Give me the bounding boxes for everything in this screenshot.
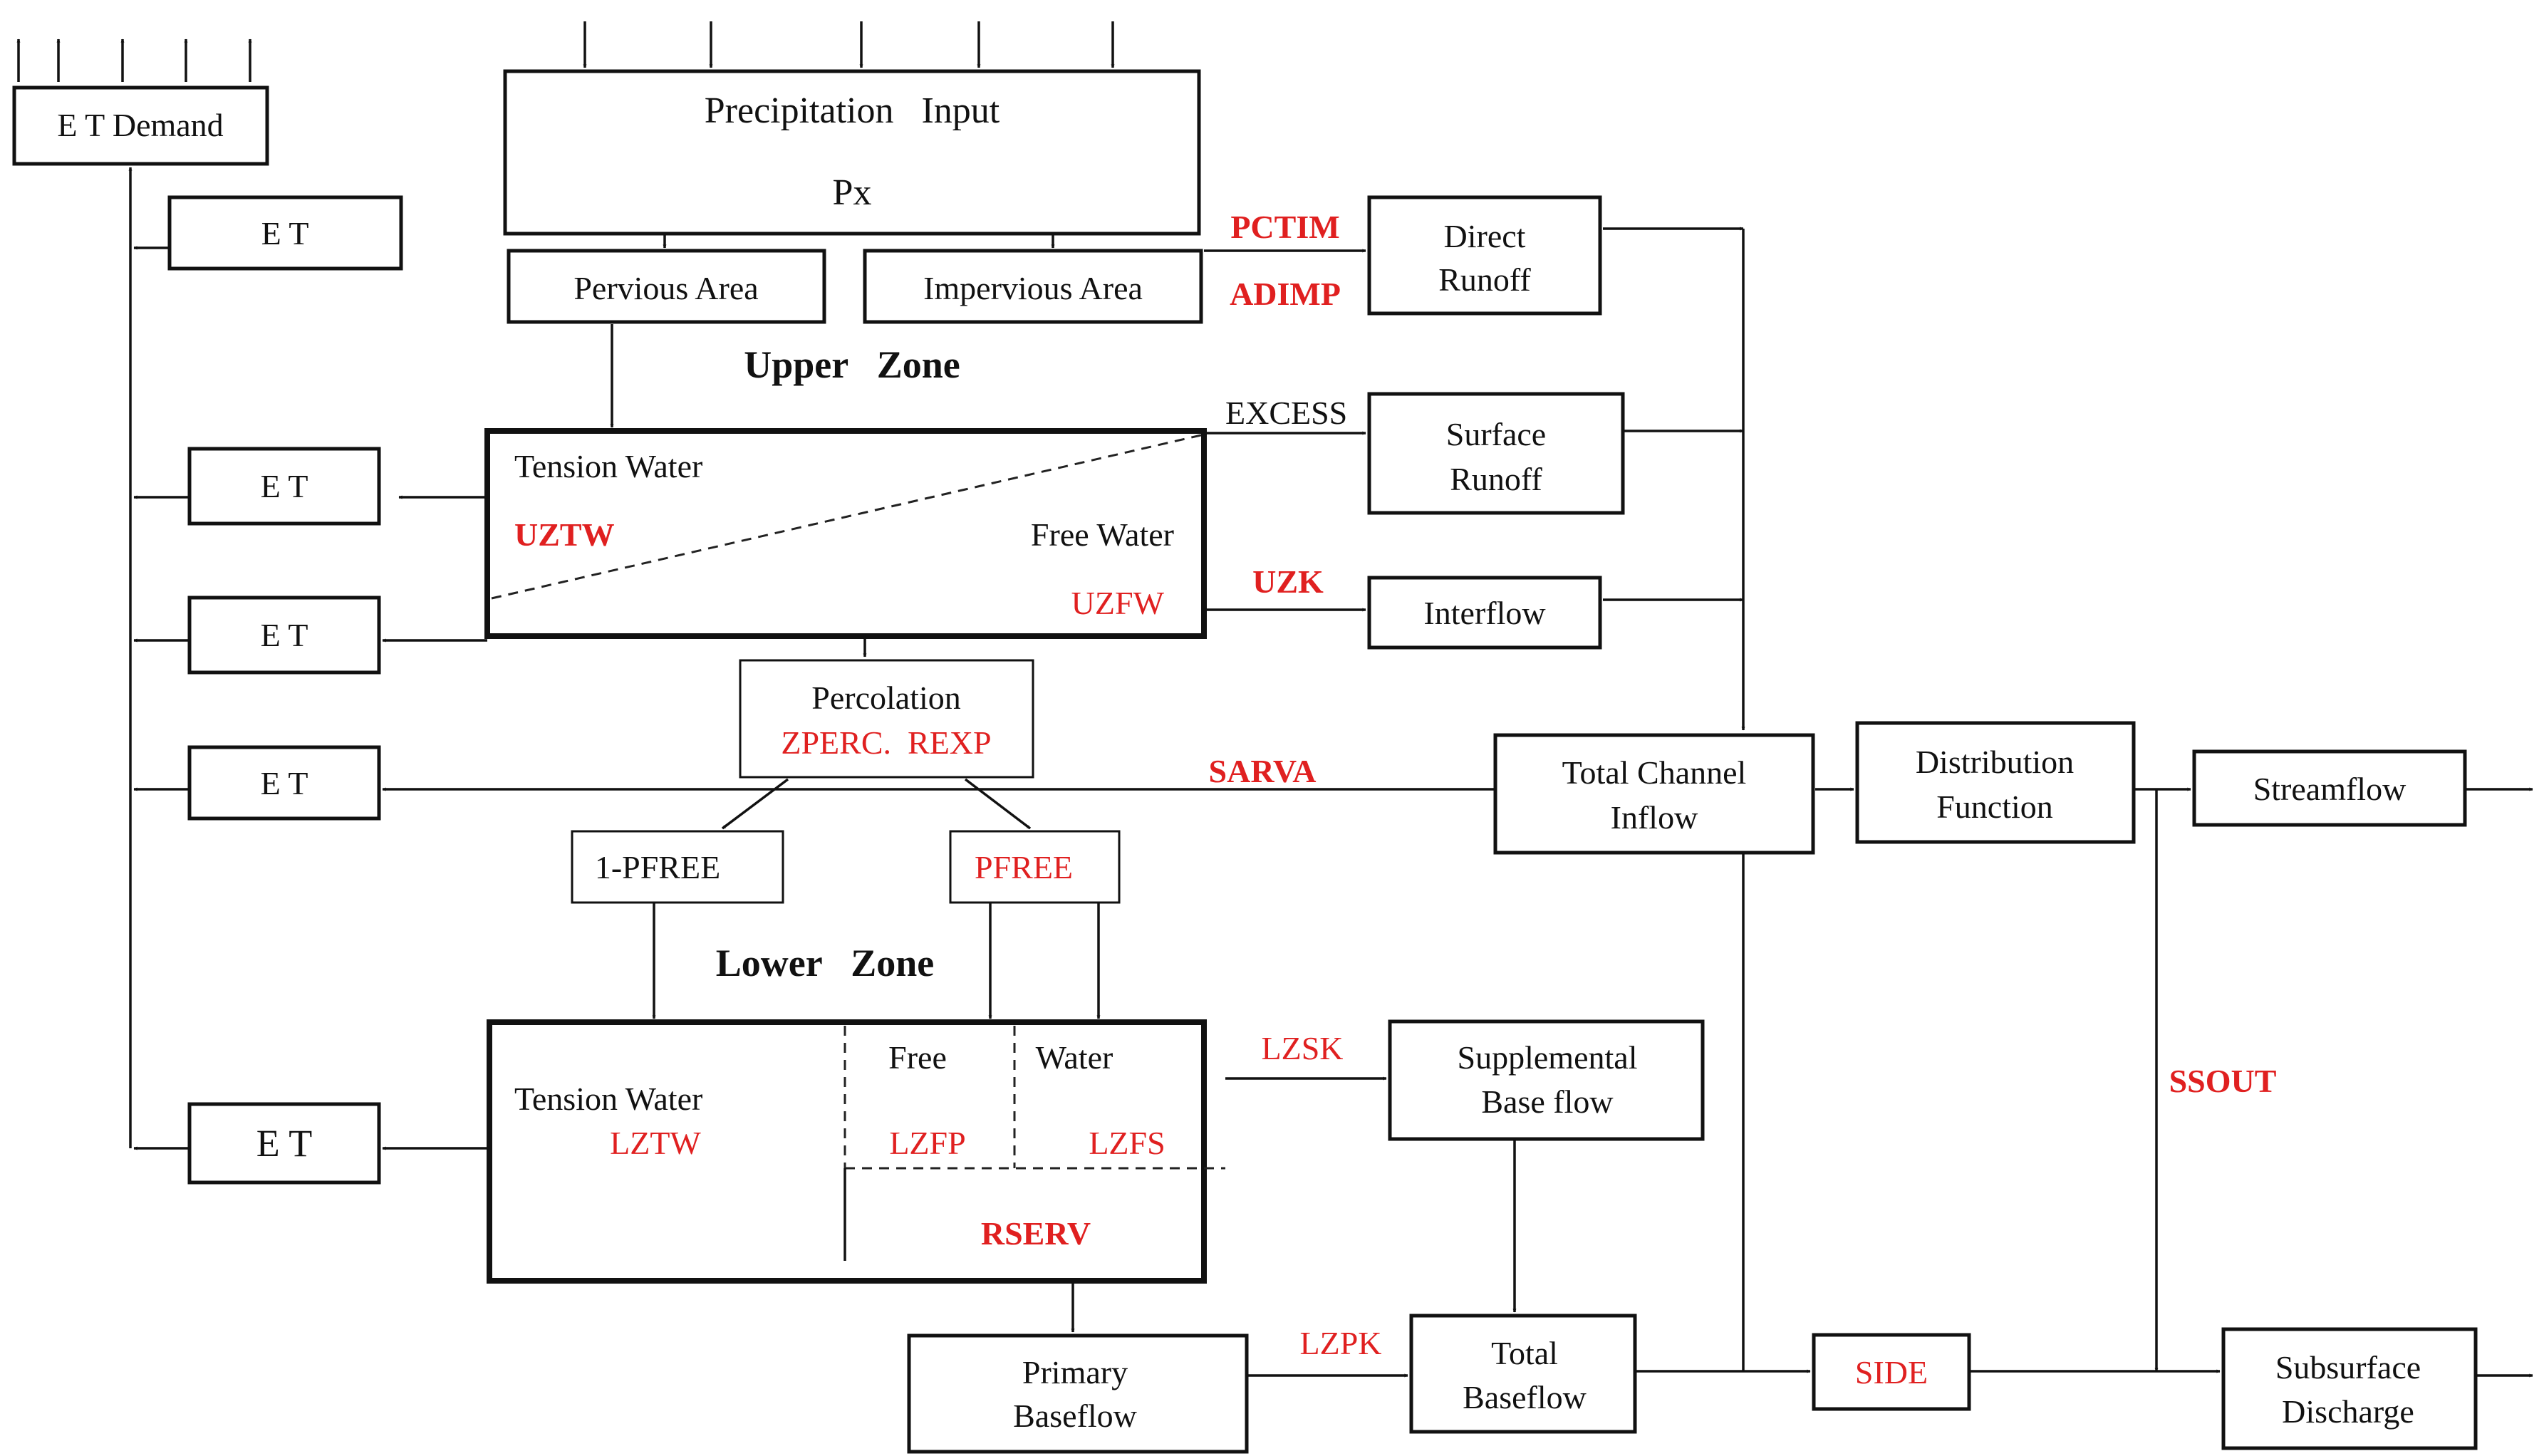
lower-water-label: Water bbox=[1036, 1039, 1113, 1076]
direct-runoff-label-1: Direct bbox=[1444, 218, 1526, 254]
uzk-param: UZK bbox=[1252, 563, 1324, 600]
upper-zone-box bbox=[484, 428, 1207, 639]
one-minus-pfree-box bbox=[571, 830, 784, 904]
supplemental-base-flow-box bbox=[1388, 1019, 1705, 1141]
impervious-area-label: Impervious Area bbox=[923, 270, 1143, 306]
et-demand-label: E T Demand bbox=[57, 107, 223, 143]
supplemental-label-2: Base flow bbox=[1481, 1083, 1614, 1120]
streamflow-label: Streamflow bbox=[2253, 771, 2407, 807]
rserv-param: RSERV bbox=[981, 1215, 1091, 1252]
sarva-param: SARVA bbox=[1209, 753, 1317, 789]
one-minus-pfree-label: 1-PFREE bbox=[595, 849, 720, 885]
interflow-label: Interflow bbox=[1423, 595, 1546, 631]
percolation-to-one-minus-pfree bbox=[721, 778, 789, 830]
distribution-label-1: Distribution bbox=[1916, 744, 2074, 780]
side-param: SIDE bbox=[1855, 1354, 1928, 1390]
lower-zone-title: Lower Zone bbox=[716, 942, 935, 984]
primary-baseflow-box bbox=[907, 1333, 1249, 1454]
subsurface-label-1: Subsurface bbox=[2275, 1349, 2421, 1385]
primary-baseflow-label-1: Primary bbox=[1022, 1354, 1128, 1390]
lzpk-param: LZPK bbox=[1300, 1325, 1382, 1361]
pctim-param: PCTIM bbox=[1230, 209, 1339, 245]
distribution-label-2: Function bbox=[1936, 789, 2053, 825]
excess-label: EXCESS bbox=[1225, 395, 1347, 431]
et-box-3 bbox=[187, 596, 381, 675]
total-channel-inflow-box bbox=[1493, 733, 1815, 855]
precipitation-title: Precipitation Input bbox=[705, 90, 1000, 131]
lower-zone-box bbox=[487, 1019, 1207, 1284]
percolation-box bbox=[739, 659, 1034, 779]
et-demand-box bbox=[12, 85, 269, 166]
lower-free-label: Free bbox=[888, 1039, 947, 1076]
supplemental-label-1: Supplemental bbox=[1458, 1039, 1638, 1076]
total-baseflow-box bbox=[1409, 1314, 1637, 1434]
percolation-to-pfree bbox=[964, 778, 1032, 830]
uzfw-param: UZFW bbox=[1071, 585, 1165, 621]
total-channel-label-2: Inflow bbox=[1611, 799, 1698, 836]
et-label-3: E T bbox=[261, 617, 308, 653]
direct-runoff-label-2: Runoff bbox=[1438, 261, 1531, 298]
et-label-5: E T bbox=[256, 1122, 313, 1165]
pfree-box bbox=[949, 830, 1121, 904]
streamflow-box bbox=[2192, 749, 2467, 827]
total-baseflow-label-2: Baseflow bbox=[1463, 1379, 1587, 1415]
distribution-function-box bbox=[1855, 721, 2136, 844]
subsurface-label-2: Discharge bbox=[2282, 1393, 2414, 1430]
side-box bbox=[1812, 1333, 1971, 1411]
total-channel-label-1: Total Channel bbox=[1562, 754, 1747, 791]
et-label-1: E T bbox=[261, 215, 309, 251]
pervious-area-label: Pervious Area bbox=[573, 270, 758, 306]
surface-runoff-label-2: Runoff bbox=[1450, 461, 1542, 497]
direct-runoff-box bbox=[1367, 195, 1602, 316]
lzsk-param: LZSK bbox=[1262, 1030, 1344, 1066]
upper-zone-title: Upper Zone bbox=[744, 343, 960, 386]
subsurface-discharge-box bbox=[2221, 1327, 2478, 1450]
precipitation-box bbox=[503, 69, 1201, 236]
lzfp-param: LZFP bbox=[889, 1125, 965, 1161]
lztw-param: LZTW bbox=[610, 1125, 701, 1161]
surface-runoff-label-1: Surface bbox=[1446, 416, 1546, 452]
uztw-param: UZTW bbox=[514, 516, 615, 553]
adimp-param: ADIMP bbox=[1230, 276, 1341, 312]
lzfs-param: LZFS bbox=[1089, 1125, 1165, 1161]
total-baseflow-label-1: Total bbox=[1491, 1335, 1558, 1371]
lower-tension-water-label: Tension Water bbox=[514, 1081, 702, 1117]
et-box-1 bbox=[167, 195, 403, 271]
primary-baseflow-label-2: Baseflow bbox=[1013, 1398, 1138, 1434]
et-box-2 bbox=[187, 447, 381, 526]
surface-runoff-box bbox=[1367, 392, 1625, 515]
et-box-5 bbox=[187, 1102, 381, 1185]
zperc-rexp-param: ZPERC. REXP bbox=[781, 724, 991, 761]
interflow-box bbox=[1367, 576, 1602, 650]
et-label-4: E T bbox=[261, 765, 308, 801]
pfree-param: PFREE bbox=[975, 849, 1073, 885]
ssout-param: SSOUT bbox=[2169, 1063, 2277, 1099]
precipitation-sub: Px bbox=[833, 172, 872, 213]
upper-tension-water-label: Tension Water bbox=[514, 448, 702, 484]
et-box-4 bbox=[187, 745, 381, 821]
upper-zone-divider bbox=[491, 433, 1205, 600]
impervious-area-box bbox=[863, 249, 1203, 324]
pervious-area-box bbox=[507, 249, 826, 324]
et-label-2: E T bbox=[261, 468, 308, 504]
upper-free-water-label: Free Water bbox=[1031, 516, 1174, 553]
percolation-label: Percolation bbox=[811, 680, 961, 716]
